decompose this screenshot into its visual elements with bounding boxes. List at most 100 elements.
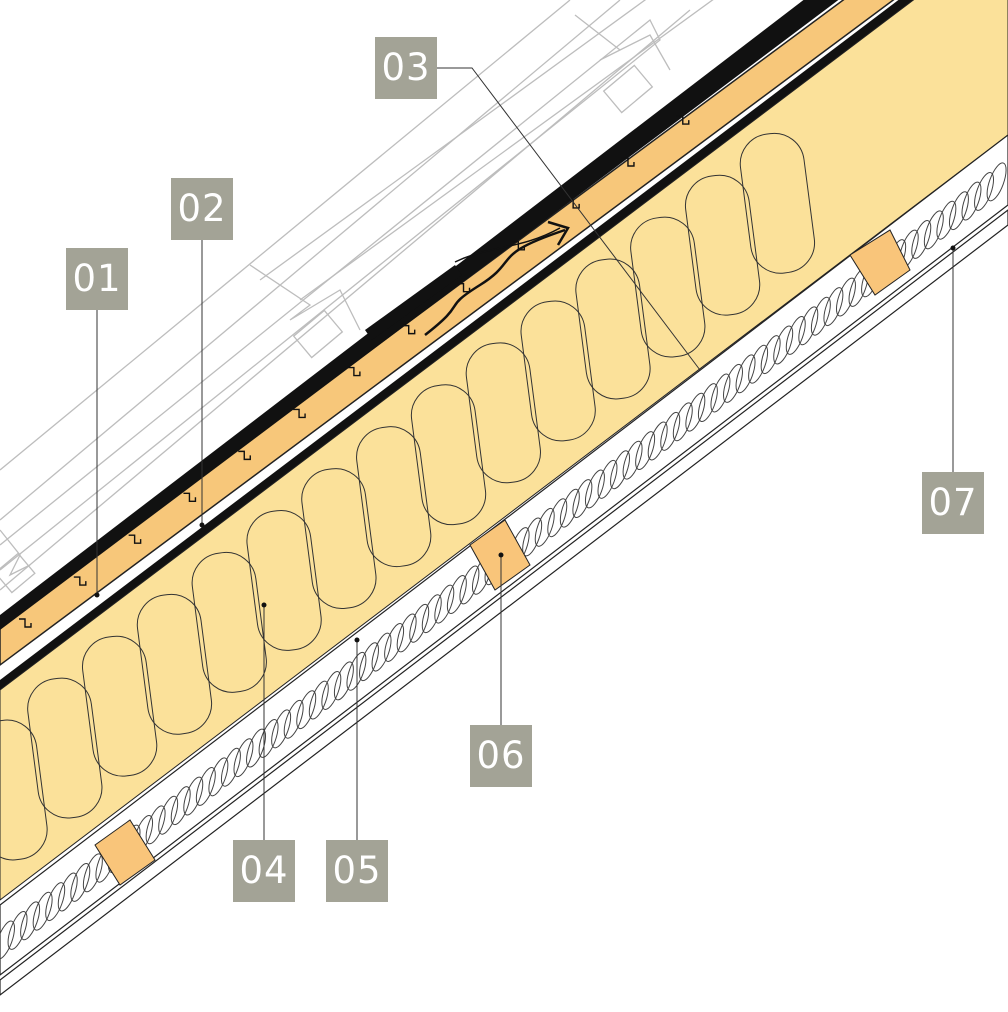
insulation-cell — [684, 174, 761, 316]
coil-loop — [810, 296, 831, 336]
coil-loop — [911, 220, 932, 259]
insulation-cell — [410, 384, 487, 526]
coil-loop — [333, 661, 354, 701]
board-clip — [238, 450, 251, 461]
insulation-cell — [27, 677, 103, 819]
airflow-arrow — [424, 228, 566, 336]
coil-loop — [723, 363, 743, 403]
label-03: 03 — [375, 37, 437, 99]
coil-loop — [622, 440, 643, 480]
coil-loop — [748, 344, 769, 384]
batten-3 — [94, 819, 156, 886]
insulation-cell — [246, 510, 322, 651]
insulation-layer — [0, 0, 1008, 901]
insulation-cell — [136, 593, 213, 735]
coil-loop — [283, 699, 304, 739]
board-clip — [676, 115, 690, 125]
insulation-cell — [739, 132, 816, 274]
coil-loop — [396, 613, 417, 653]
coil-loop — [735, 354, 756, 394]
insulation-cell — [356, 426, 432, 568]
board-clip — [73, 576, 87, 586]
roof-membrane-layer — [0, 0, 839, 630]
flashing-strip — [365, 265, 462, 340]
timber-board-layer — [0, 0, 895, 666]
coil-loop — [0, 920, 15, 960]
coil-loop — [974, 172, 995, 211]
coil-loop — [57, 872, 78, 912]
label-01: 01 — [66, 248, 128, 310]
coil-loop — [710, 373, 731, 413]
coil-loop — [82, 853, 103, 893]
leader-dots — [94, 245, 956, 643]
roof-tiles — [0, 0, 714, 594]
coil-loop — [20, 901, 41, 941]
insulation-cell — [81, 635, 158, 777]
coil-loop — [672, 402, 693, 442]
coil-loop — [635, 431, 656, 471]
coil-loop — [547, 498, 568, 538]
coil-loop — [233, 738, 254, 778]
insulation-cell — [575, 258, 651, 400]
board-clip — [128, 534, 142, 544]
coil-loop — [296, 690, 317, 730]
insulation-cell — [301, 468, 377, 609]
coil-loop — [835, 277, 856, 317]
coil-loop — [359, 642, 379, 682]
coil-loop — [685, 392, 706, 432]
airflow-arrow-head — [547, 220, 570, 246]
insulation-cell — [465, 342, 541, 484]
coil-loop — [798, 306, 819, 346]
coil-loop — [434, 584, 455, 624]
coil-loop — [246, 728, 267, 768]
coil-loop — [823, 287, 844, 327]
coil-loop — [32, 891, 53, 931]
coil-loop — [948, 191, 969, 231]
label-06: 06 — [470, 725, 532, 787]
coil-loop — [572, 479, 593, 519]
coil-loop — [610, 450, 631, 490]
label-02: 02 — [171, 178, 233, 240]
board-clip — [183, 492, 197, 502]
coil-loop — [785, 315, 806, 355]
coil-loop — [308, 680, 329, 720]
coil-loop — [384, 623, 405, 662]
coil-loop — [208, 757, 229, 797]
insulation-cell — [0, 719, 48, 861]
board-clip — [347, 366, 361, 377]
coil-loop — [697, 383, 718, 423]
coil-loop — [271, 709, 292, 749]
coil-loop — [195, 767, 216, 806]
coil-loop — [559, 488, 580, 528]
board-clip — [402, 324, 416, 335]
label-07: 07 — [922, 472, 984, 534]
coil-loop — [7, 910, 28, 950]
coil-loop — [421, 594, 442, 634]
coil-loop — [346, 651, 367, 691]
insulation-cell — [630, 216, 706, 358]
coil-loop — [446, 575, 467, 614]
board-clip — [621, 157, 635, 167]
board-clip — [293, 408, 306, 419]
coil-loop — [647, 421, 668, 461]
coil-loop — [459, 565, 480, 605]
coil-loop — [986, 162, 1007, 202]
coil-loop — [220, 747, 241, 787]
batten-2 — [849, 229, 911, 296]
lower-insulation-pattern — [0, 162, 1007, 960]
board-clip — [19, 618, 32, 628]
coil-loop — [660, 411, 681, 451]
board-clips — [19, 115, 690, 628]
coil-loop — [773, 325, 794, 365]
insulation-pattern — [0, 132, 816, 861]
coil-loop — [170, 786, 191, 826]
coil-loop — [45, 882, 66, 922]
coil-loop — [183, 776, 204, 816]
coil-loop — [923, 210, 944, 250]
insulation-cell — [191, 551, 267, 693]
coil-loop — [70, 862, 91, 902]
coil-loop — [534, 507, 555, 547]
coil-loop — [584, 469, 605, 509]
